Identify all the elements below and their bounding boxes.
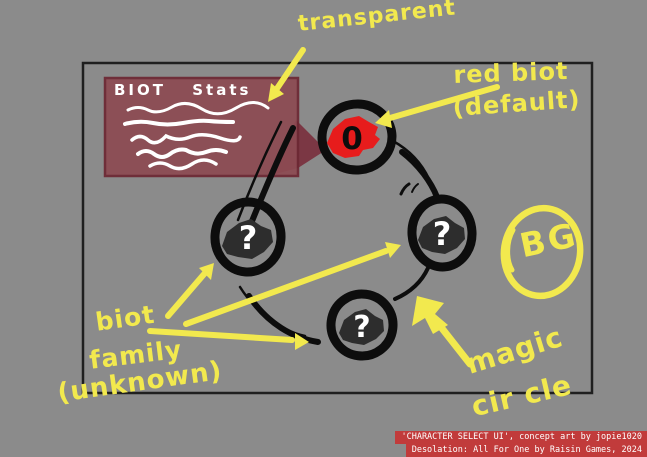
biot-left-blob [222, 219, 273, 259]
arrow-magic-head [412, 296, 448, 334]
biot-red-blob [327, 116, 380, 158]
arrow-family-bottom-head [295, 333, 309, 350]
annotation-arrows [147, 47, 500, 368]
bg-circle-inner-stroke [505, 227, 516, 273]
arrow-magic-shaft [433, 318, 474, 368]
arrow-family-left-head [199, 263, 214, 280]
arrow-transparent-shaft [273, 47, 306, 93]
biot-bottom-glyph: ? [353, 310, 370, 345]
biot-left-ring [210, 197, 286, 277]
biot-family-label-line1: biot [93, 299, 157, 337]
stats-panel-title: BIOT Stats [114, 81, 252, 99]
biot-left-glyph: ? [239, 219, 258, 257]
biot-bottom-slot: ? [326, 289, 398, 361]
biot-red-ring [317, 99, 397, 175]
bg-circle [500, 204, 584, 300]
bg-circle-note [500, 204, 584, 300]
biot-red-slot: 0 [317, 99, 397, 175]
arc-bottom-to-right [393, 266, 430, 301]
biot-bottom-ring [326, 289, 398, 361]
biot-red-glyph: 0 [341, 121, 363, 157]
biot-right-glyph: ? [433, 215, 452, 253]
arrow-family-bottom-shaft [147, 328, 295, 343]
biot-stats-panel [103, 76, 326, 178]
credit-banner: 'CHARACTER SELECT UI', concept art by jo… [395, 431, 647, 457]
biot-right-slot: ? [407, 194, 477, 272]
magic-circle-arcs [236, 120, 440, 345]
arc-red-to-right-thick [399, 149, 440, 200]
red-biot-label-line1: red biot [452, 56, 569, 89]
arc-tick-2 [411, 183, 419, 193]
arrow-transparent-head [268, 83, 284, 102]
arrow-family-left-shaft [165, 270, 208, 319]
arc-left-to-bottom-thick [246, 293, 321, 345]
arrow-red-biot-head [375, 110, 392, 128]
arc-red-to-left-thick [247, 125, 296, 229]
biot-right-blob [418, 216, 465, 254]
credit-line-2: Desolation: All For One by Raisin Games,… [405, 444, 647, 457]
biot-right-ring [407, 194, 477, 272]
arc-tick-1 [399, 182, 411, 196]
credit-line-1: 'CHARACTER SELECT UI', concept art by jo… [395, 431, 647, 444]
arrow-family-right-head [385, 242, 401, 258]
arrow-red-biot-shaft [387, 84, 500, 121]
biot-left-slot: ? [210, 197, 286, 277]
stats-scribble-lines [123, 101, 270, 171]
ui-frame-border [81, 61, 594, 395]
biot-bottom-blob [339, 309, 384, 345]
arrow-family-right-shaft [183, 248, 389, 327]
arc-red-to-left-thin [236, 120, 283, 222]
